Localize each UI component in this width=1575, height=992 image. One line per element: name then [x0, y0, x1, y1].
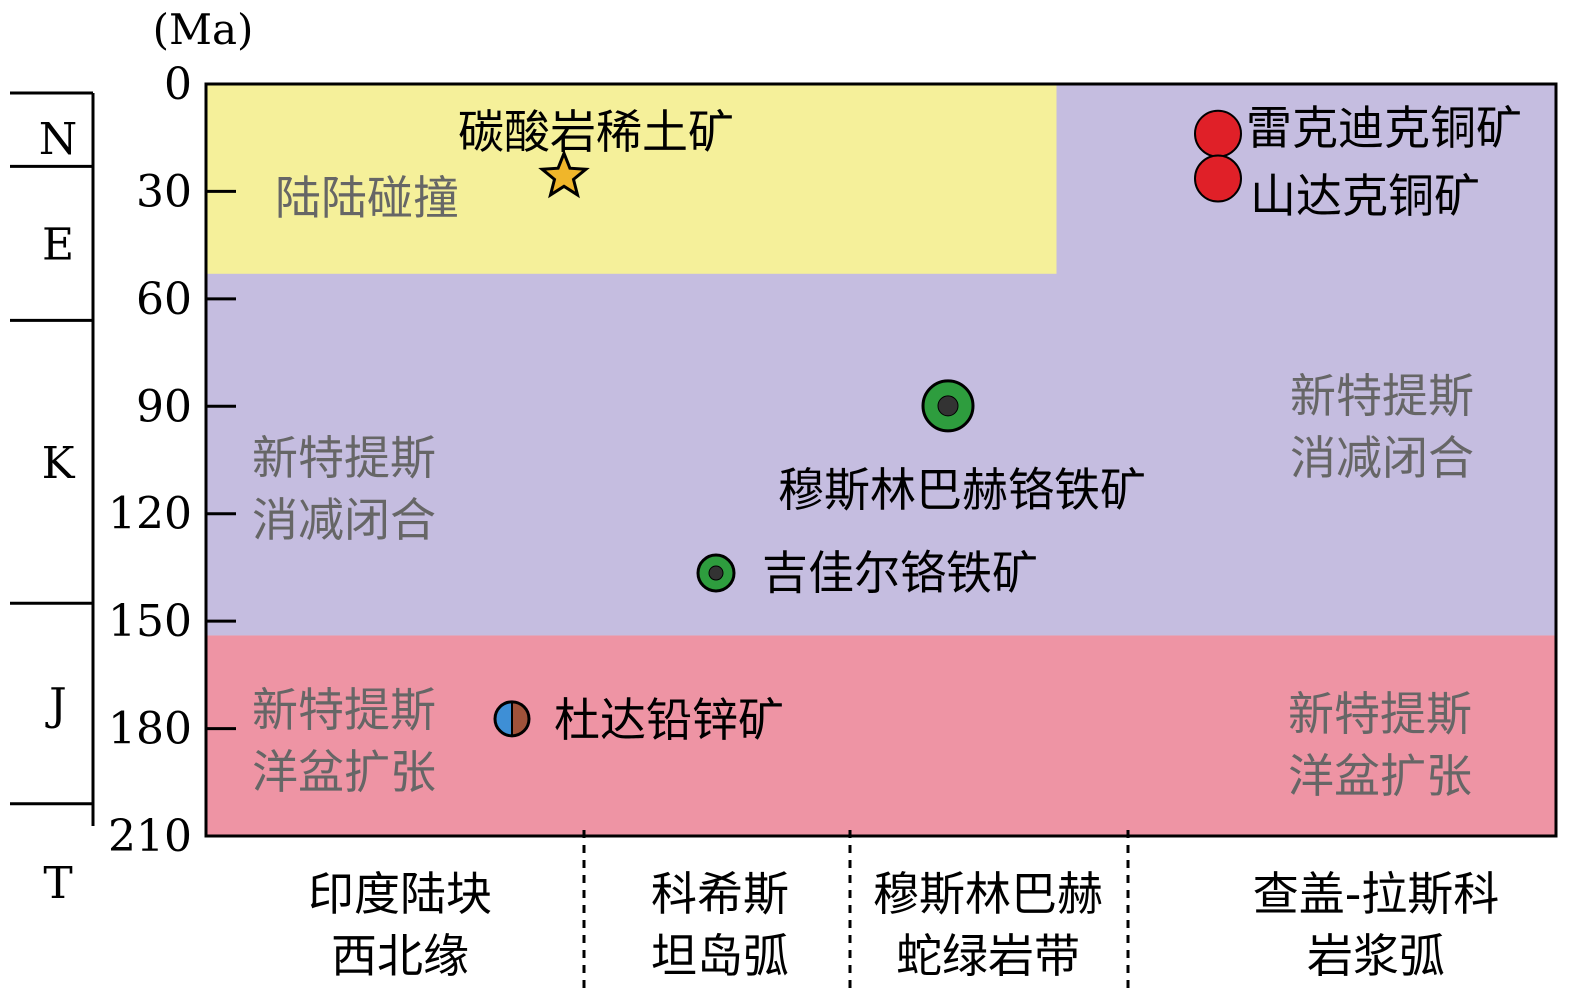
deposit-label: 山达克铜矿 [1250, 169, 1480, 223]
column-dividers [582, 830, 1130, 990]
tectonic-zones [206, 84, 1556, 836]
deposit-jijal-chromite: 吉佳尔铬铁矿 [696, 546, 1038, 600]
period-label: J [45, 680, 67, 731]
svg-text:新特提斯: 新特提斯 [1288, 687, 1472, 741]
svg-text:印度陆块: 印度陆块 [308, 867, 492, 921]
svg-text:坦岛弧: 坦岛弧 [651, 929, 789, 983]
period-label: N [39, 114, 78, 165]
y-axis-ticks: 0 30 60 90 120 150 180 210 [108, 59, 236, 862]
svg-text:科希斯: 科希斯 [651, 867, 789, 921]
y-axis-unit: (Ma) [153, 5, 254, 54]
svg-text:消减闭合: 消减闭合 [252, 493, 436, 547]
period-label: K [42, 438, 76, 489]
deposit-label: 吉佳尔铬铁矿 [762, 546, 1038, 600]
svg-text:蛇绿岩带: 蛇绿岩带 [896, 929, 1080, 983]
deposit-saindak-copper: 山达克铜矿 [1194, 154, 1480, 223]
svg-text:洋盆扩张: 洋盆扩张 [1288, 749, 1472, 803]
period-label: T [43, 858, 72, 909]
deposit-label: 穆斯林巴赫铬铁矿 [778, 463, 1146, 517]
svg-text:洋盆扩张: 洋盆扩张 [252, 745, 436, 799]
regime-label-subduction-left: 新特提斯 消减闭合 [252, 431, 436, 547]
svg-text:新特提斯: 新特提斯 [252, 431, 436, 485]
deposit-label: 杜达铅锌矿 [554, 693, 784, 747]
deposit-label: 雷克迪克铜矿 [1246, 101, 1522, 155]
svg-text:穆斯林巴赫: 穆斯林巴赫 [873, 867, 1103, 921]
y-tick-label: 60 [136, 274, 192, 325]
half-circle-right-icon [512, 701, 529, 736]
y-tick-label: 210 [108, 811, 192, 862]
svg-text:岩浆弧: 岩浆弧 [1307, 929, 1445, 983]
ore-deposits: 碳酸岩稀土矿 雷克迪克铜矿 山达克铜矿 穆斯林巴赫铬铁矿 吉佳尔铬铁矿 [458, 101, 1522, 747]
y-tick-label: 150 [108, 596, 192, 647]
y-tick-label: 120 [108, 489, 192, 540]
y-tick-label: 0 [164, 59, 192, 110]
deposit-duddar-lead-zinc: 杜达铅锌矿 [493, 693, 784, 747]
red-circle-icon [1194, 109, 1242, 158]
star-icon [538, 149, 590, 199]
deposit-reko-diq-copper: 雷克迪克铜矿 [1194, 101, 1522, 158]
svg-text:西北缘: 西北缘 [331, 929, 469, 983]
column-label-indian-block: 印度陆块 西北缘 [308, 867, 492, 983]
svg-text:新特提斯: 新特提斯 [1290, 369, 1474, 423]
zone-1 [206, 84, 1057, 274]
regime-label-collision: 陆陆碰撞 [275, 171, 459, 225]
y-tick-label: 90 [136, 381, 192, 432]
zone-2 [206, 635, 1556, 836]
red-circle-icon [1194, 154, 1242, 203]
column-label-kohistan-arc: 科希斯 坦岛弧 [651, 867, 789, 983]
ring-center-dot [708, 565, 724, 581]
y-tick-label: 30 [136, 166, 192, 217]
y-tick-label: 180 [108, 704, 192, 755]
deposit-label: 碳酸岩稀土矿 [458, 105, 734, 159]
regime-label-spreading-left: 新特提斯 洋盆扩张 [252, 683, 436, 799]
regime-label-subduction-right: 新特提斯 消减闭合 [1290, 369, 1474, 485]
deposit-carbonatite-ree: 碳酸岩稀土矿 [458, 105, 734, 199]
column-label-chagai-arc: 查盖-拉斯科 岩浆弧 [1253, 867, 1500, 983]
period-label: E [42, 219, 74, 270]
period-column: N E K J T [10, 91, 95, 909]
column-labels: 印度陆块 西北缘 科希斯 坦岛弧 穆斯林巴赫 蛇绿岩带 查盖-拉斯科 岩浆弧 [308, 867, 1499, 983]
svg-text:消减闭合: 消减闭合 [1290, 431, 1474, 485]
plot-frame [204, 82, 1558, 838]
ring-center-dot [937, 395, 959, 417]
column-label-muslim-bagh-ophiolite: 穆斯林巴赫 蛇绿岩带 [873, 867, 1103, 983]
half-circle-left-icon [495, 701, 512, 736]
regime-label-spreading-right: 新特提斯 洋盆扩张 [1288, 687, 1472, 803]
svg-text:新特提斯: 新特提斯 [252, 683, 436, 737]
deposit-muslim-bagh-chromite: 穆斯林巴赫铬铁矿 [778, 379, 1146, 517]
svg-text:查盖-拉斯科: 查盖-拉斯科 [1253, 867, 1500, 921]
svg-text:陆陆碰撞: 陆陆碰撞 [275, 171, 459, 225]
